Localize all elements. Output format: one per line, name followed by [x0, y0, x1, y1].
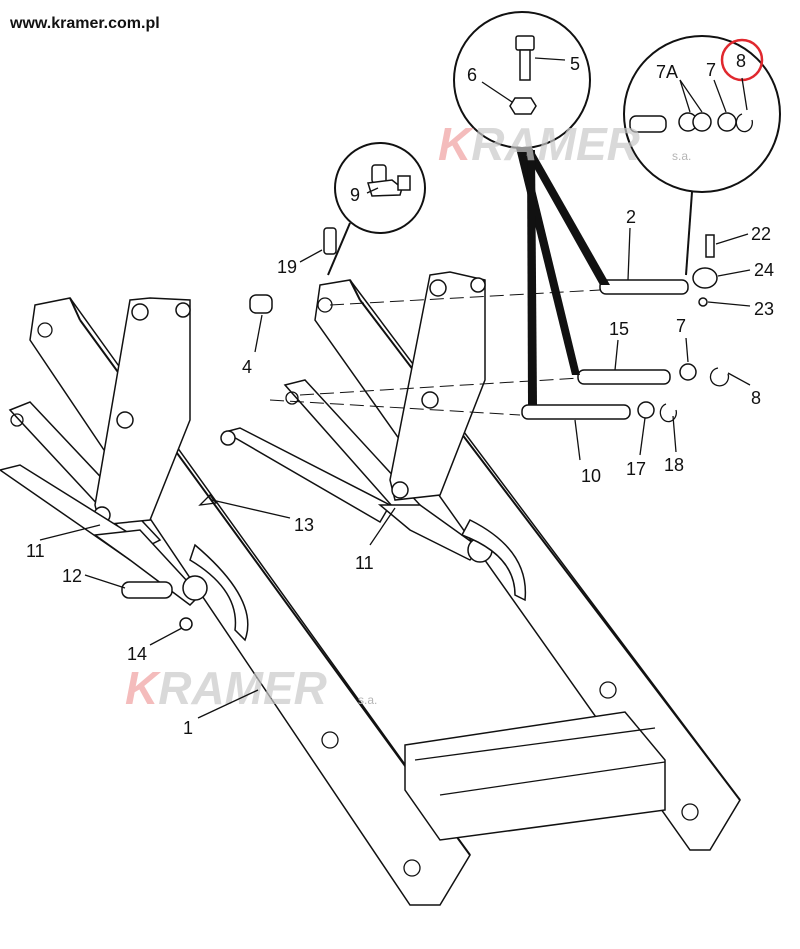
quadrant-plate-right — [460, 519, 527, 602]
website-url[interactable]: www.kramer.com.pl — [9, 15, 160, 32]
clip-8 — [709, 367, 730, 387]
svg-text:KRAMER: KRAMER — [125, 662, 327, 714]
cross-tube — [404, 711, 666, 841]
clip-18 — [659, 403, 677, 423]
quadrant-plate-left — [189, 543, 249, 642]
label-9: 9 — [350, 185, 360, 205]
fitting-13 — [198, 494, 218, 506]
detail-circle-grease-nipple — [327, 142, 426, 276]
label-14: 14 — [127, 644, 147, 664]
svg-text:KRAMER: KRAMER — [438, 118, 640, 170]
label-11-mid: 11 — [355, 553, 374, 573]
bushing-24 — [692, 267, 718, 289]
svg-text:s.a.: s.a. — [358, 693, 377, 707]
nut-23 — [698, 297, 708, 307]
label-8: 8 — [751, 388, 761, 408]
detail-circle-washers — [623, 35, 781, 276]
label-1: 1 — [183, 718, 193, 738]
bolt-22 — [705, 234, 715, 258]
grease-fitting-19 — [323, 227, 337, 255]
label-2: 2 — [626, 207, 636, 227]
washer-17 — [637, 401, 655, 419]
pin-10 — [521, 404, 631, 420]
label-11-left: 11 — [26, 541, 45, 561]
label-22: 22 — [751, 224, 771, 244]
washer-7 — [679, 363, 697, 381]
svg-text:s.a.: s.a. — [672, 149, 691, 163]
label-7a: 7A — [656, 62, 678, 82]
pin-2 — [599, 279, 689, 295]
label-7: 7 — [676, 316, 686, 336]
label-17: 17 — [626, 459, 646, 479]
bushing-4 — [249, 294, 273, 314]
watermark-top: KRAMER s.a. — [438, 118, 691, 170]
label-7-detail: 7 — [706, 60, 716, 80]
label-10: 10 — [581, 466, 601, 486]
label-8-detail: 8 — [736, 51, 746, 71]
cylinder-left — [0, 464, 208, 606]
right-lever — [389, 271, 486, 501]
label-4: 4 — [242, 357, 252, 377]
label-23: 23 — [754, 299, 774, 319]
label-24: 24 — [754, 260, 774, 280]
label-12: 12 — [62, 566, 82, 586]
label-15: 15 — [609, 319, 629, 339]
label-19: 19 — [277, 257, 297, 277]
pin-12 — [121, 581, 173, 599]
label-18: 18 — [664, 455, 684, 475]
leader-lines — [39, 57, 751, 719]
label-6: 6 — [467, 65, 477, 85]
detail-circle-bolt — [453, 11, 610, 405]
label-13: 13 — [294, 515, 314, 535]
nut-14 — [179, 617, 193, 631]
pin-15 — [577, 369, 671, 385]
label-5: 5 — [570, 54, 580, 74]
